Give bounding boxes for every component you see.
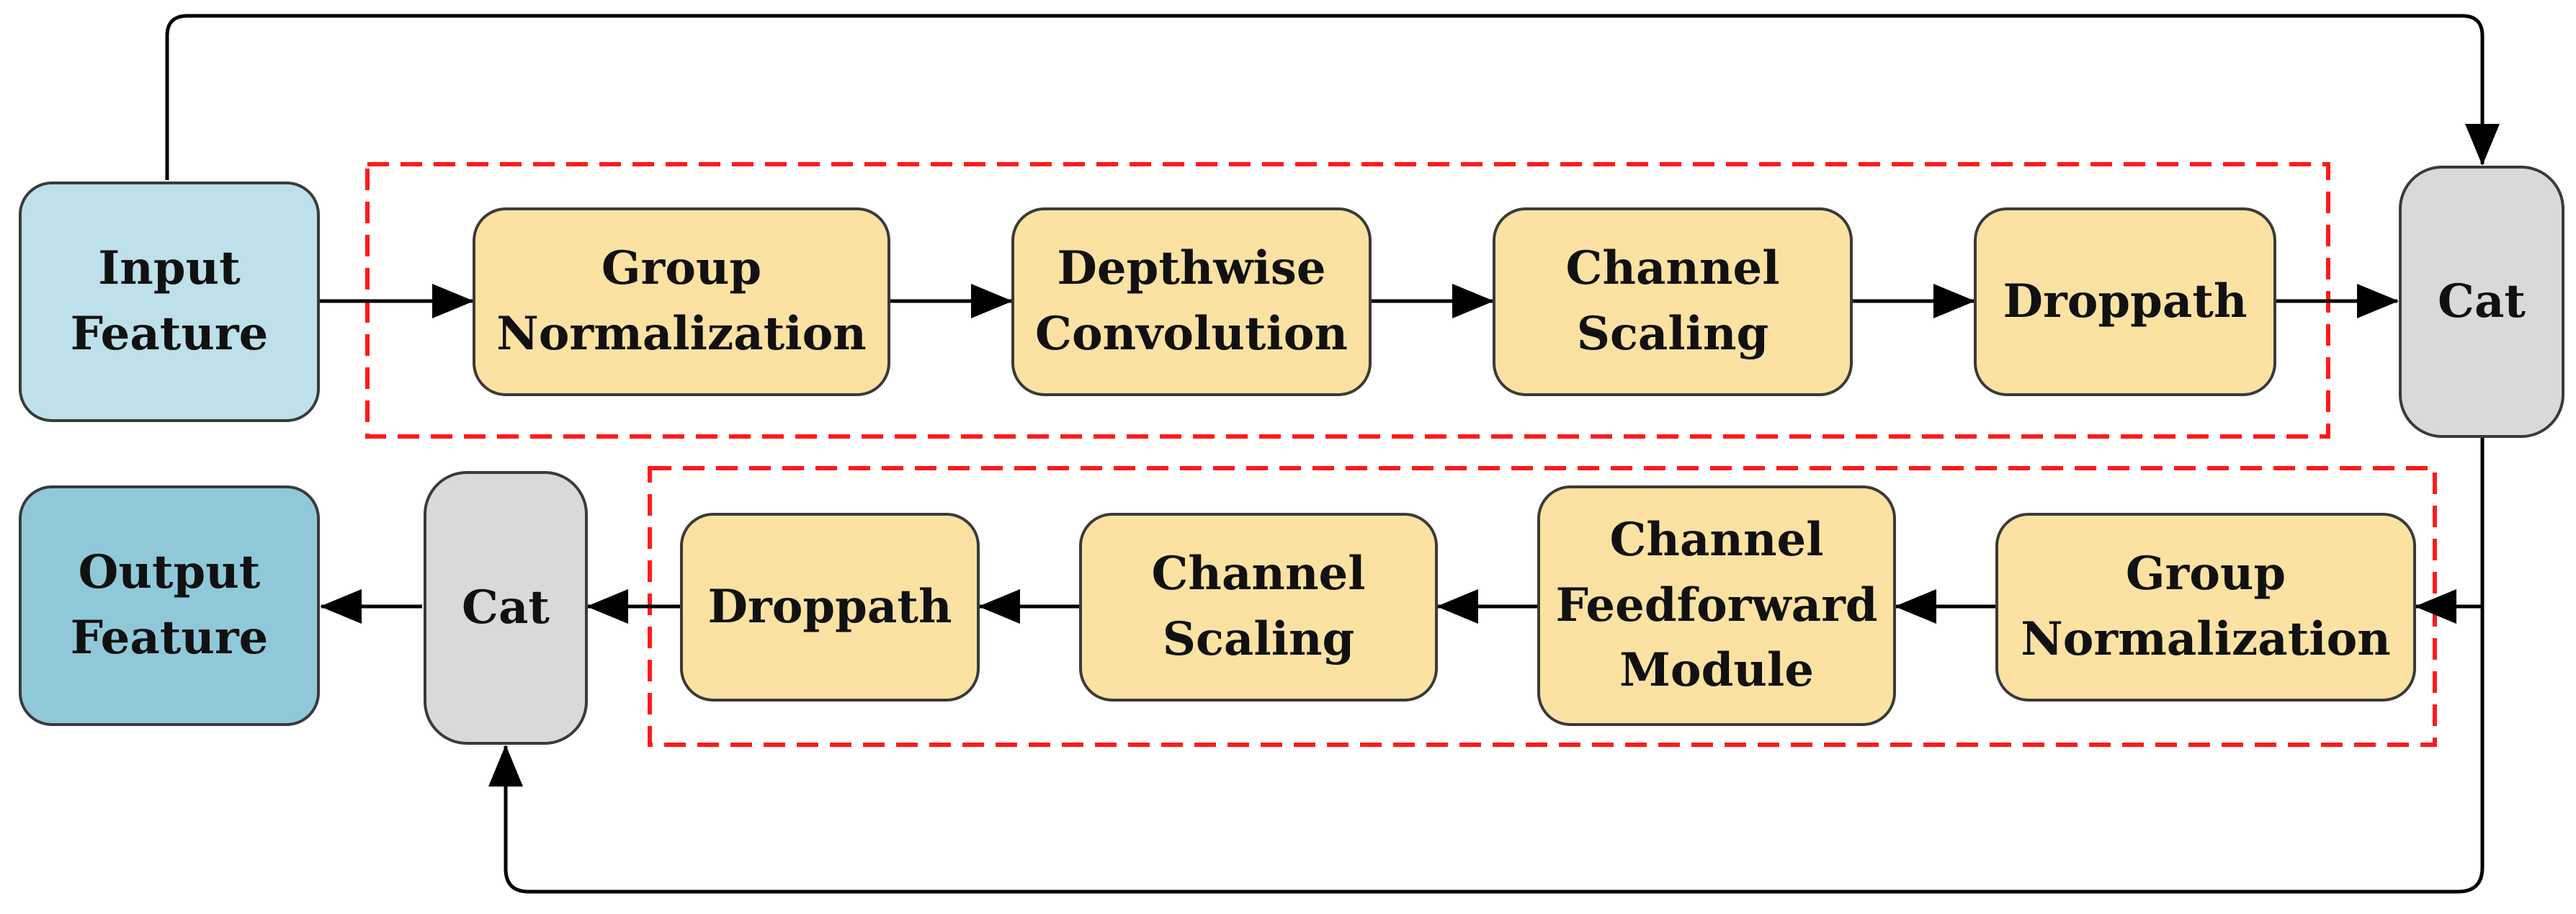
cat-bottom: Cat xyxy=(424,471,588,745)
droppath-top: Droppath xyxy=(1974,207,2276,396)
skip-connection-top xyxy=(165,14,2500,180)
droppath-bottom: Droppath xyxy=(680,513,980,702)
cat-top: Cat xyxy=(2399,166,2564,438)
skip-connection-bottom xyxy=(488,438,2485,894)
